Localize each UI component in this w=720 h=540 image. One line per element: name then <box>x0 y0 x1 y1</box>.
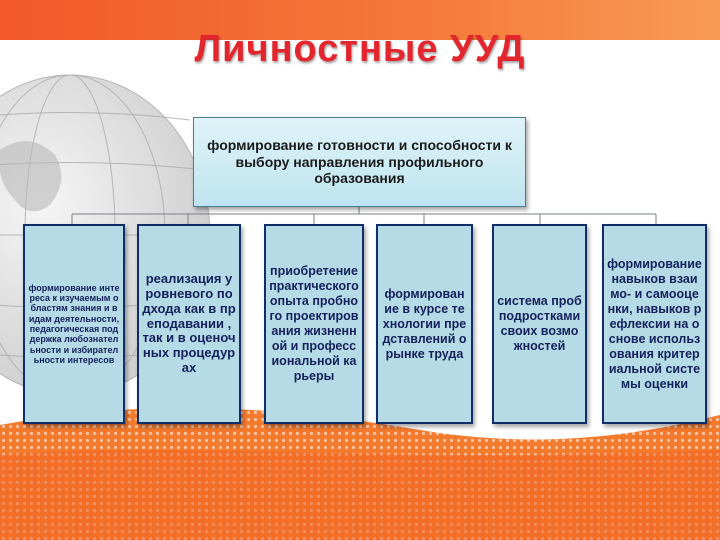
leaf-node-level-approach: реализация уровневого подхода как в преп… <box>137 224 241 424</box>
bottom-orange-wave <box>0 408 720 540</box>
slide-title: Личностные УУД <box>194 28 526 70</box>
leaf-node-label: формирование в курсе технологии представ… <box>382 286 467 361</box>
top-accent-bar <box>0 0 720 40</box>
leaf-node-label: реализация уровневого подхода как в преп… <box>142 270 236 376</box>
leaf-node-practical-experience: приобретение практического опыта пробног… <box>264 224 364 424</box>
leaf-node-label: формирование навыков взаимо- и самооценк… <box>607 256 702 391</box>
root-node-label: формирование готовности и способности к … <box>207 136 512 187</box>
leaf-node-label: формирование интереса к изучаемым област… <box>28 282 120 366</box>
leaf-node-labor-market: формирование в курсе технологии представ… <box>376 224 473 424</box>
leaf-node-label: приобретение практического опыта пробног… <box>269 264 359 383</box>
leaf-node-interest: формирование интереса к изучаемым област… <box>23 224 125 424</box>
root-node: формирование готовности и способности к … <box>193 117 526 207</box>
leaf-node-label: система проб подростками своих возможнос… <box>497 294 582 353</box>
leaf-node-trial-system: система проб подростками своих возможнос… <box>492 224 587 424</box>
leaf-node-self-assessment: формирование навыков взаимо- и самооценк… <box>602 224 707 424</box>
